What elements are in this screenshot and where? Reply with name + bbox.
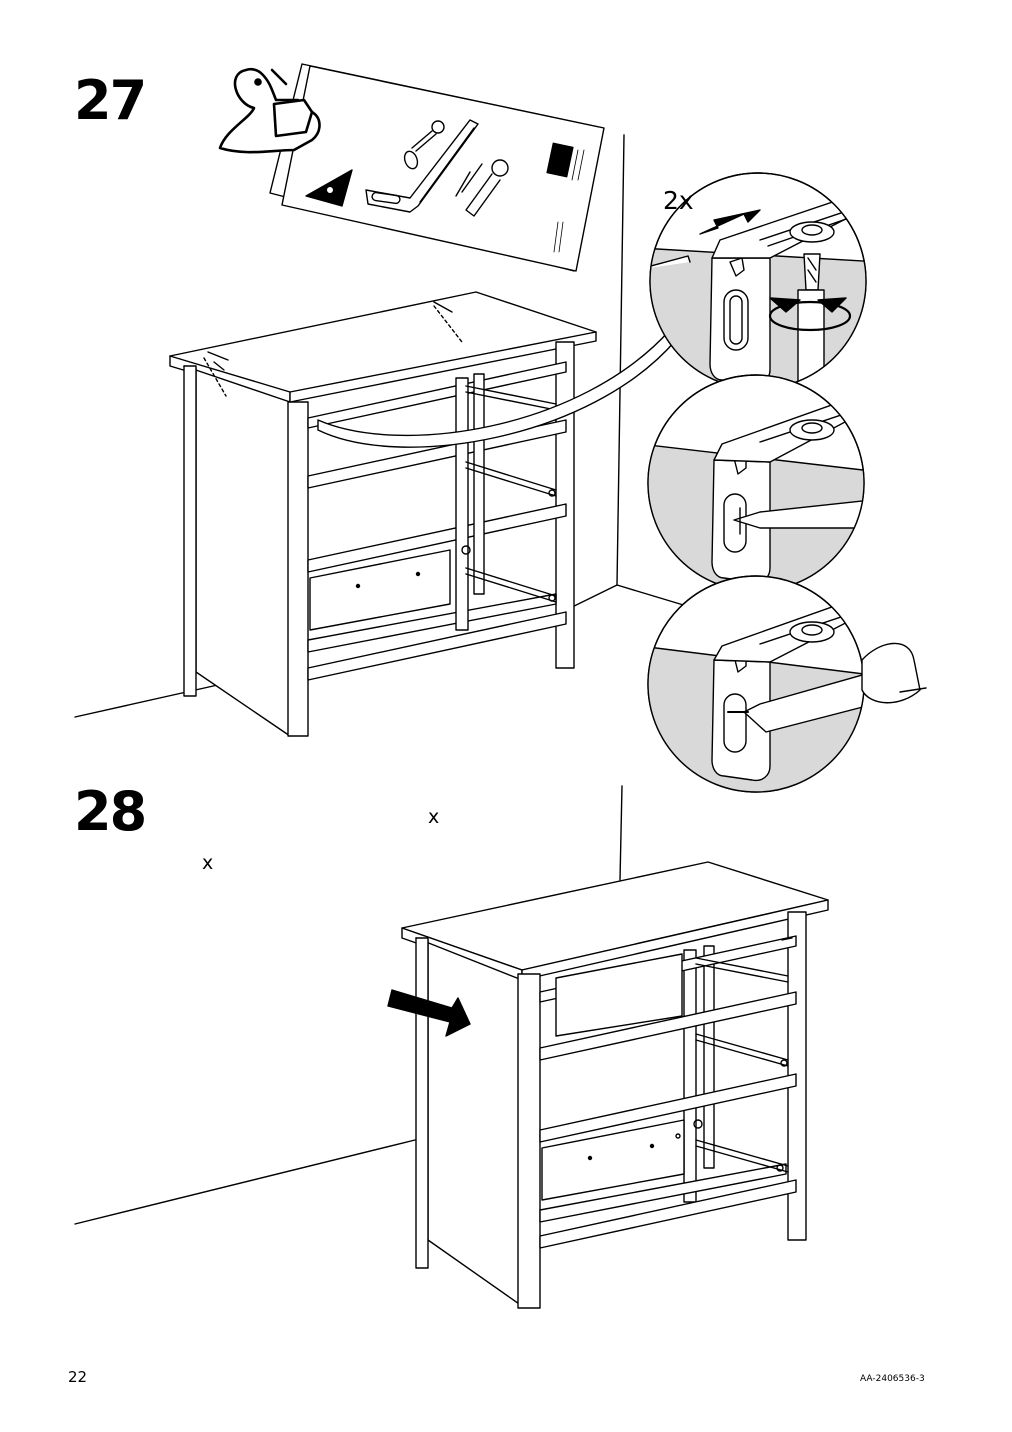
screw-icon <box>412 121 444 151</box>
step-27-number: 27 <box>74 69 147 132</box>
dresser-frame-28 <box>402 862 828 1308</box>
step-28-number: 28 <box>74 780 147 843</box>
dresser-frame-27 <box>170 292 596 736</box>
safety-leaflet-illustration <box>270 64 604 271</box>
push-arrow-icon <box>388 990 470 1036</box>
detail-1-tighten-screw <box>636 173 890 400</box>
step-27-illustration <box>0 0 1012 800</box>
page-number: 22 <box>68 1368 88 1386</box>
wall-bracket-icon <box>366 120 478 212</box>
wall-plug-icon <box>456 160 508 216</box>
document-code: AA-2406536-3 <box>860 1374 925 1384</box>
washer-icon <box>402 149 419 170</box>
ikea-logo-icon <box>547 143 573 177</box>
x-mark-2: x <box>202 852 214 874</box>
detail-3-drill-hole <box>640 576 926 800</box>
quantity-2x-label: 2x <box>663 186 694 215</box>
x-mark-1: x <box>428 806 440 828</box>
read-instructions-icon <box>220 69 320 152</box>
